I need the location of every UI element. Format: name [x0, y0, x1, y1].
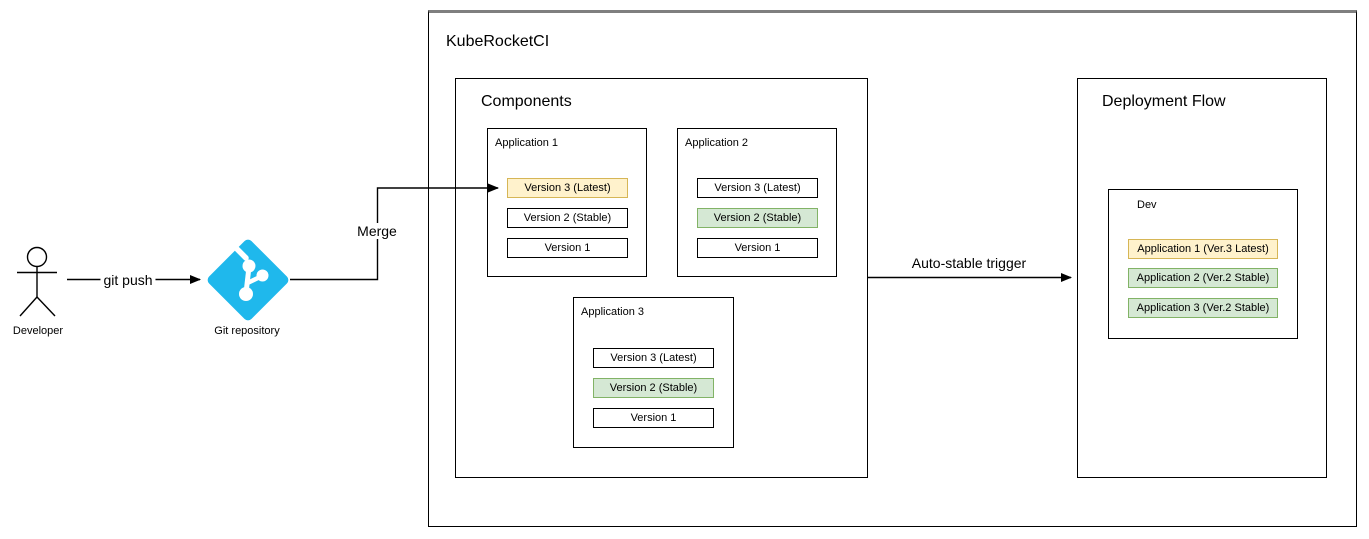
auto-stable-trigger-label: Auto-stable trigger: [908, 255, 1030, 271]
app3-version-2: Version 2 (Stable): [593, 378, 714, 398]
application-1-title: Application 1: [495, 137, 558, 149]
app2-version-2: Version 2 (Stable): [697, 208, 818, 228]
app2-version-1: Version 1: [697, 238, 818, 258]
app1-version-1: Version 1: [507, 238, 628, 258]
merge-label: Merge: [354, 223, 400, 239]
deployment-flow-title: Deployment Flow: [1102, 93, 1226, 110]
application-3-title: Application 3: [581, 306, 644, 318]
dev-app-3: Application 3 (Ver.2 Stable): [1128, 298, 1278, 318]
git-repository-label: Git repository: [214, 325, 280, 337]
kuberocketci-title: KubeRocketCI: [446, 33, 550, 50]
git-branch-glyph: [227, 239, 269, 301]
application-1-card: Application 1 Version 3 (Latest) Version…: [487, 128, 647, 277]
developer-label: Developer: [12, 325, 64, 337]
git-push-label: git push: [100, 272, 156, 288]
dev-environment-title: Dev: [1137, 199, 1157, 211]
developer-icon: [17, 246, 57, 317]
dev-app-1: Application 1 (Ver.3 Latest): [1128, 239, 1278, 259]
application-2-card: Application 2 Version 3 (Latest) Version…: [677, 128, 837, 277]
app1-version-2: Version 2 (Stable): [507, 208, 628, 228]
app3-version-3: Version 3 (Latest): [593, 348, 714, 368]
components-title: Components: [481, 93, 572, 110]
dev-app-2: Application 2 (Ver.2 Stable): [1128, 268, 1278, 288]
application-3-card: Application 3 Version 3 (Latest) Version…: [573, 297, 734, 448]
application-2-title: Application 2: [685, 137, 748, 149]
app2-version-3: Version 3 (Latest): [697, 178, 818, 198]
app3-version-1: Version 1: [593, 408, 714, 428]
git-repository-icon: [207, 239, 289, 321]
app1-version-3: Version 3 (Latest): [507, 178, 628, 198]
dev-environment-box: Dev Application 1 (Ver.3 Latest) Applica…: [1108, 189, 1298, 339]
